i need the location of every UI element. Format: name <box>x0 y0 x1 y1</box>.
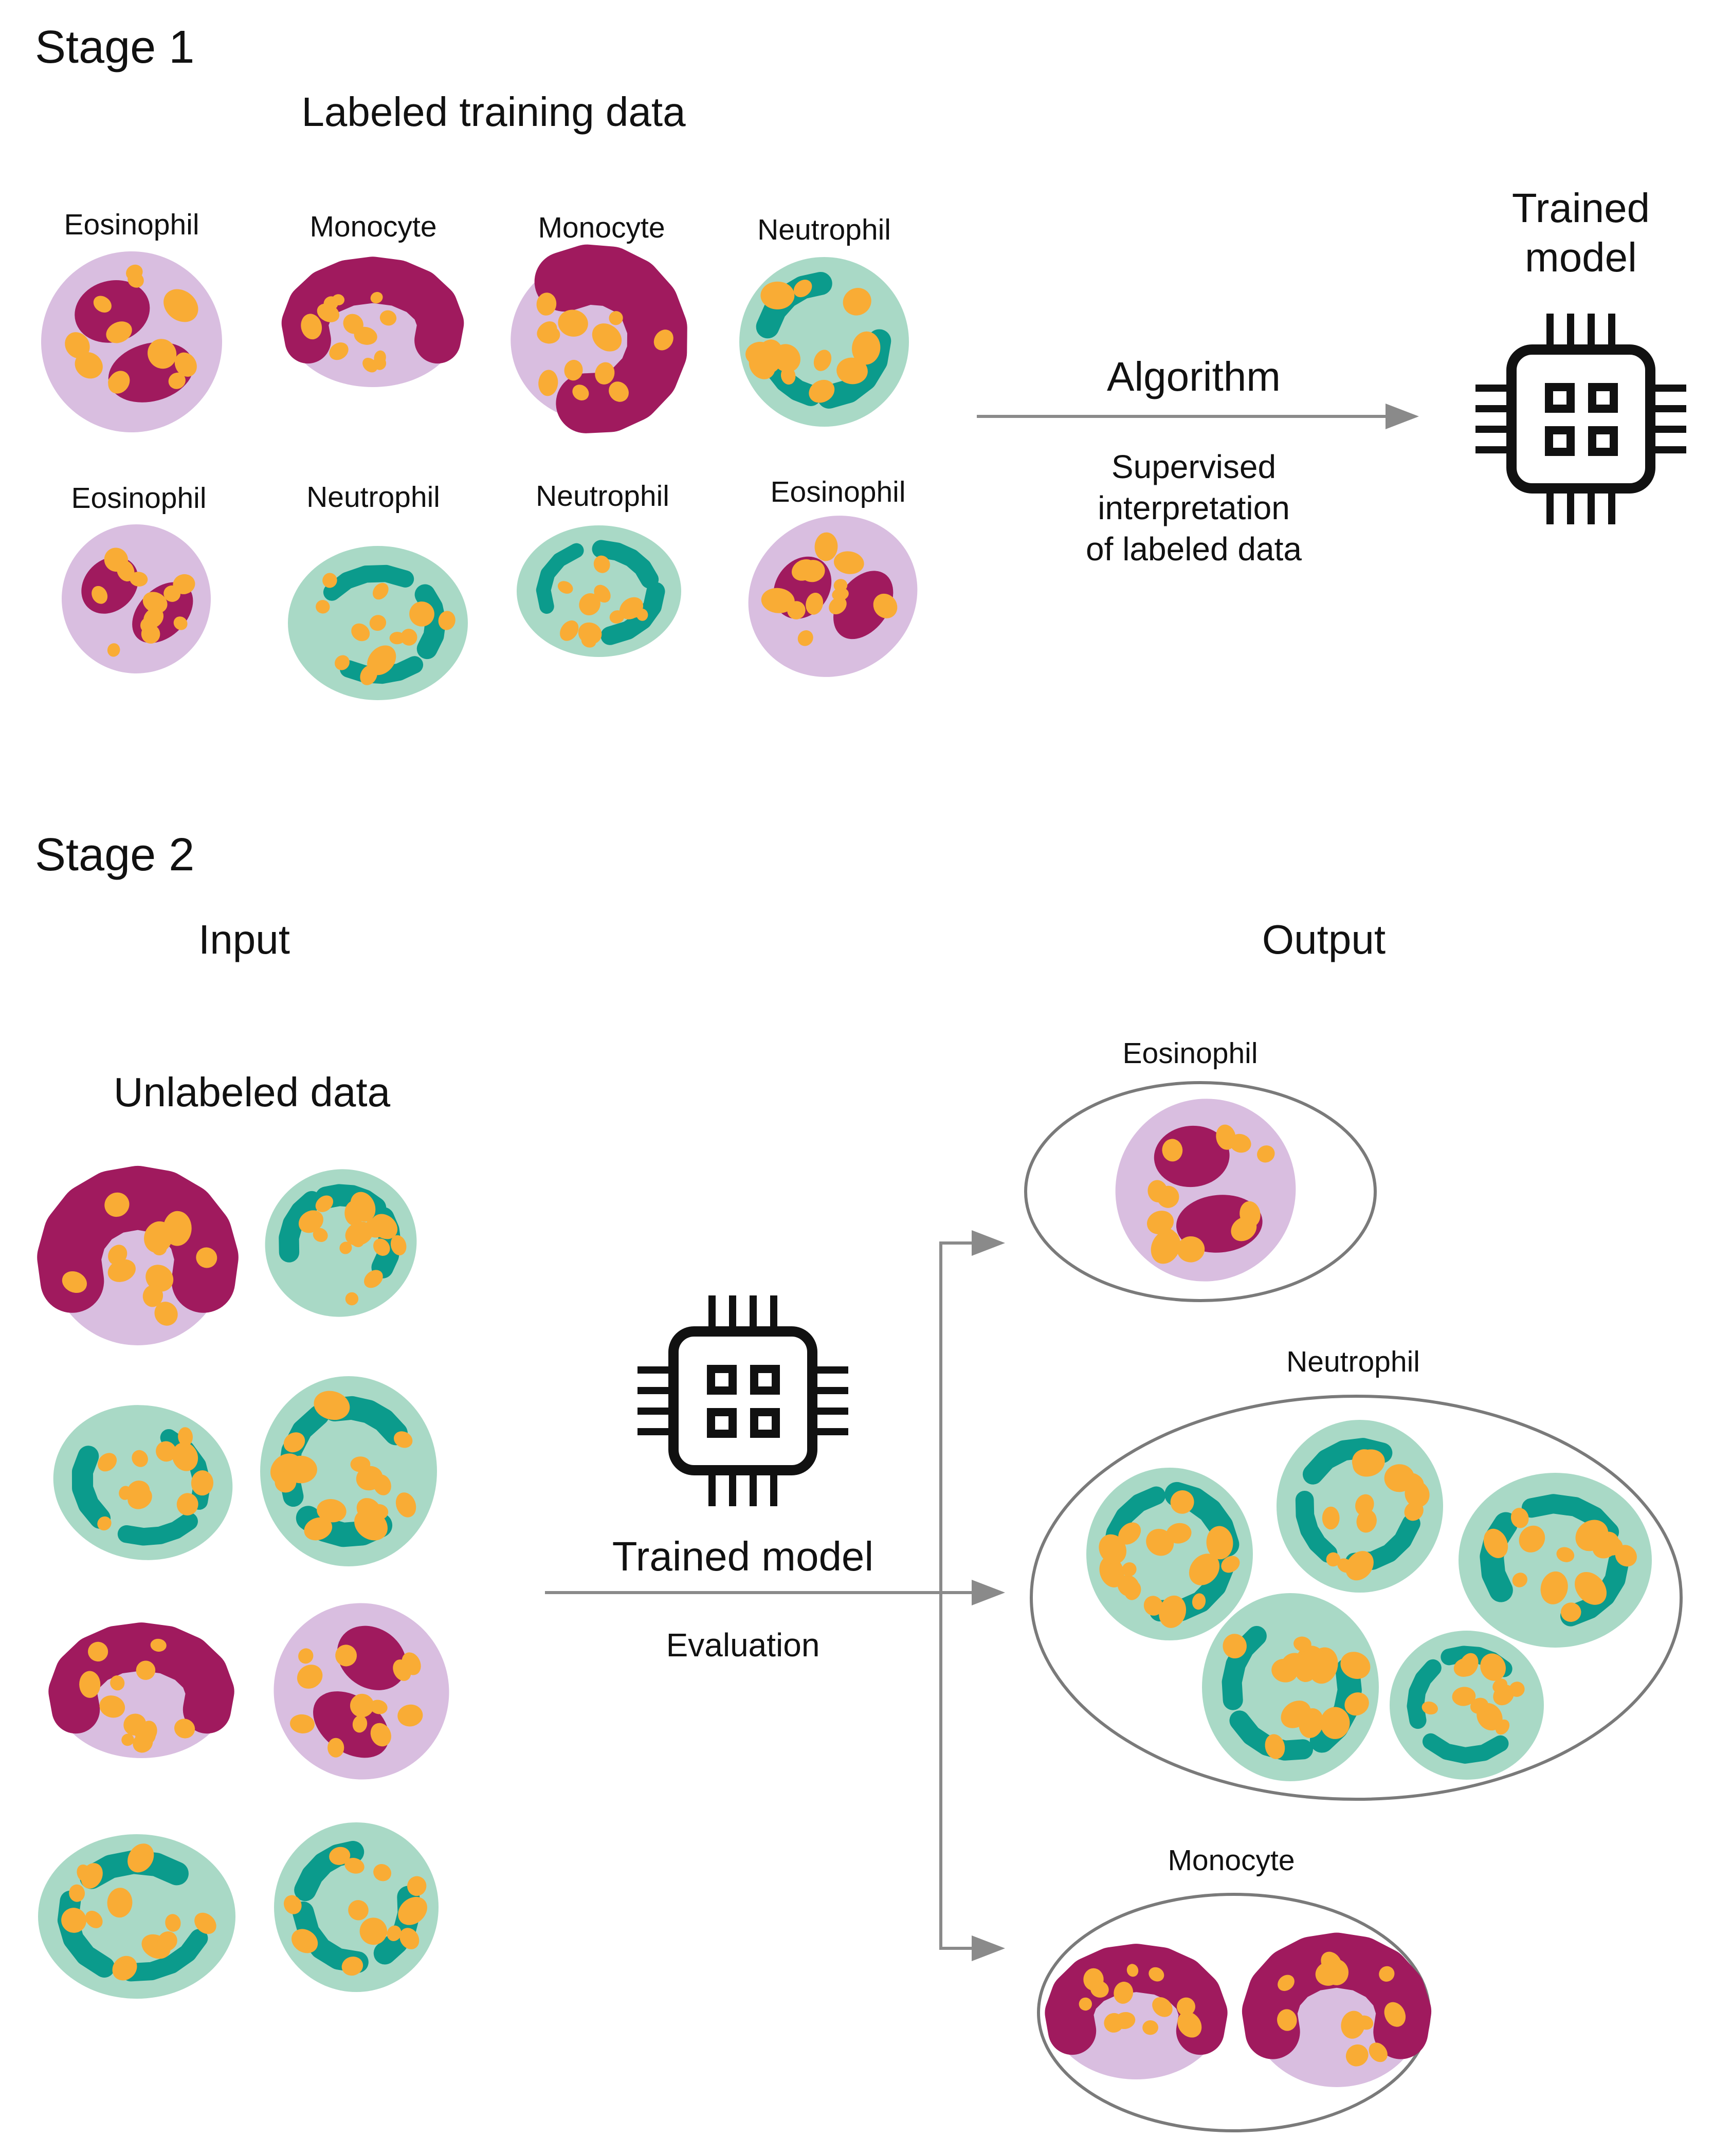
output-group-label-neutrophil: Neutrophil <box>1286 1345 1420 1378</box>
unlabeled-cell-8 <box>274 1822 439 1992</box>
output-group-eosinophil <box>1024 1081 1377 1302</box>
distribution-arrows <box>545 1230 1005 1961</box>
training-cell-6 <box>288 546 468 700</box>
trained-model-label: Trained model <box>612 1533 873 1579</box>
training-cell-3 <box>511 244 687 433</box>
output-monocyte-cell-1 <box>1045 1944 1228 2079</box>
training-cell-label-5: Eosinophil <box>71 482 206 515</box>
input-heading: Input <box>198 917 290 962</box>
stage1-heading: Labeled training data <box>301 89 686 135</box>
unlabeled-cell-2 <box>265 1169 417 1317</box>
training-cell-label-3: Monocyte <box>538 211 665 244</box>
unlabeled-cell-1 <box>37 1165 239 1345</box>
algorithm-label: Algorithm <box>1107 354 1281 399</box>
trained-model-label-line-1: Trained <box>1512 185 1650 231</box>
algorithm-caption-line-1: Supervised <box>1111 448 1276 485</box>
stage2-title: Stage 2 <box>35 829 194 881</box>
unlabeled-cell-3 <box>53 1405 233 1560</box>
training-cell-label-7: Neutrophil <box>536 480 669 513</box>
unlabeled-cell-5 <box>48 1622 234 1758</box>
training-cell-5 <box>62 524 211 673</box>
output-group-label-eosinophil: Eosinophil <box>1122 1037 1258 1070</box>
training-cell-label-2: Monocyte <box>309 210 436 243</box>
training-cell-8 <box>748 516 918 677</box>
output-neutrophil-cell-3 <box>1459 1473 1652 1648</box>
algorithm-caption-line-2: interpretation <box>1098 489 1290 526</box>
output-eosinophil-cell-1 <box>1115 1099 1296 1282</box>
evaluation-label: Evaluation <box>666 1627 820 1664</box>
output-group-label-monocyte: Monocyte <box>1168 1844 1295 1877</box>
algorithm-arrow <box>977 404 1419 429</box>
output-neutrophil-cell-2 <box>1277 1420 1443 1593</box>
training-cell-label-6: Neutrophil <box>306 481 440 514</box>
output-neutrophil-cell-5 <box>1390 1631 1544 1780</box>
training-cell-2 <box>281 257 464 387</box>
unlabeled-cell-7 <box>38 1834 235 1999</box>
training-cell-7 <box>517 525 681 657</box>
chip-icon <box>637 1295 848 1506</box>
algorithm-caption-line-3: of labeled data <box>1086 531 1302 568</box>
output-neutrophil-cell-1 <box>1086 1468 1253 1640</box>
training-cell-1 <box>41 251 222 432</box>
unlabeled-heading: Unlabeled data <box>114 1069 391 1115</box>
chip-icon <box>1475 314 1686 524</box>
trained-model-label-line-2: model <box>1525 234 1637 280</box>
output-group-neutrophil <box>1030 1395 1683 1801</box>
output-monocyte-cell-2 <box>1242 1932 1432 2087</box>
stage1-title: Stage 1 <box>35 22 194 73</box>
output-heading: Output <box>1262 917 1386 962</box>
training-cell-label-4: Neutrophil <box>757 213 891 246</box>
training-cell-4 <box>739 257 909 427</box>
unlabeled-cell-4 <box>260 1376 437 1566</box>
training-cell-label-8: Eosinophil <box>770 476 905 508</box>
unlabeled-cell-6 <box>274 1603 449 1780</box>
output-neutrophil-cell-4 <box>1202 1593 1379 1781</box>
training-cell-label-1: Eosinophil <box>64 208 199 241</box>
